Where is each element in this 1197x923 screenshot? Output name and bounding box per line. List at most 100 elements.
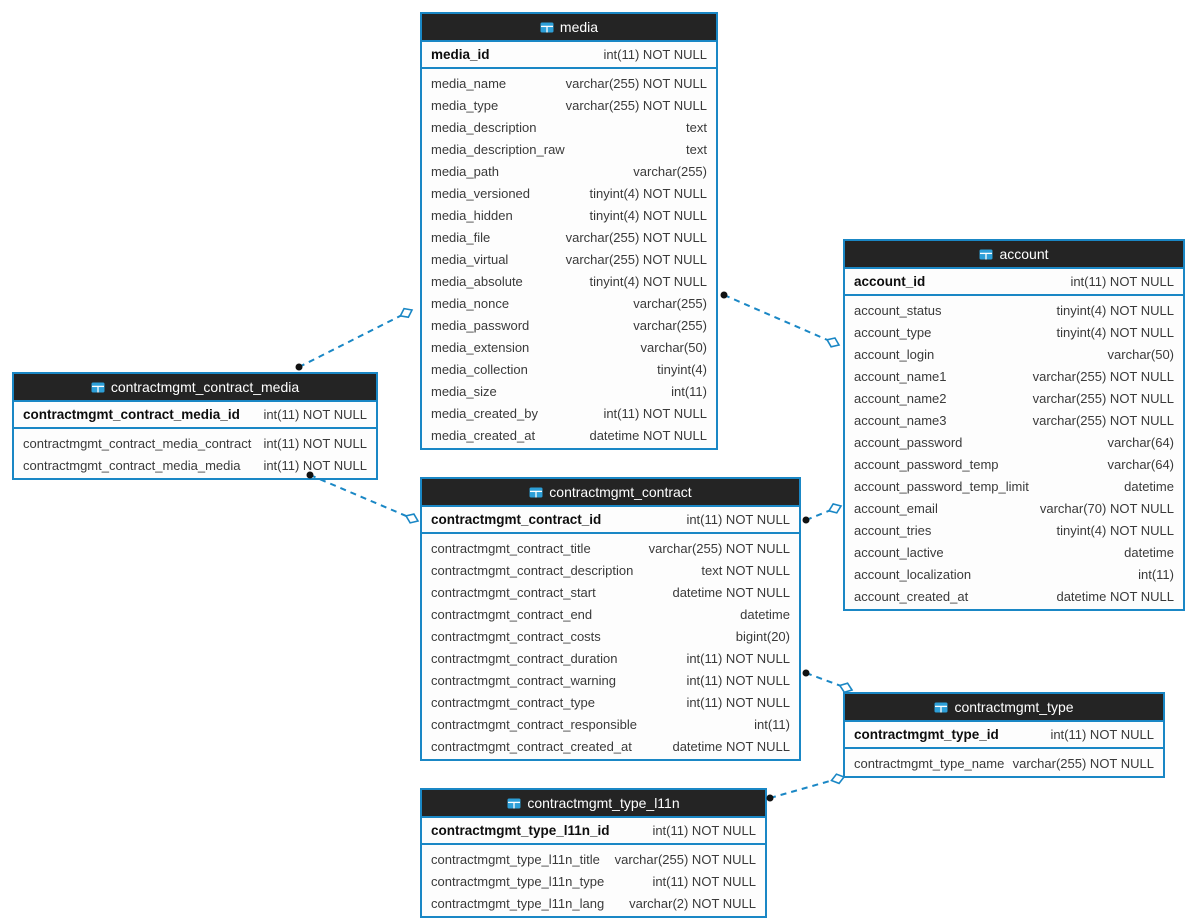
column-type: varchar(255) xyxy=(633,317,707,333)
column-type: varchar(70) NOT NULL xyxy=(1039,500,1174,516)
relation-dot xyxy=(766,794,774,802)
column-type: varchar(255) NOT NULL xyxy=(565,97,707,113)
column-type: datetime xyxy=(1124,478,1174,494)
table-column-row: media_created_at datetime NOT NULL xyxy=(422,424,716,446)
primary-key-row: contractmgmt_contract_id int(11) NOT NUL… xyxy=(422,507,799,534)
table-title: contractmgmt_type xyxy=(954,699,1074,715)
column-type: int(11) NOT NULL xyxy=(263,457,367,473)
column-type: varchar(255) NOT NULL xyxy=(565,251,707,267)
relation-dot xyxy=(802,669,810,677)
column-name: account_name2 xyxy=(854,390,947,406)
column-type: datetime NOT NULL xyxy=(589,427,707,443)
column-type: tinyint(4) NOT NULL xyxy=(589,273,707,289)
table-icon xyxy=(979,249,993,260)
table-title: account xyxy=(999,246,1049,262)
column-type: varchar(255) NOT NULL xyxy=(1012,755,1154,771)
table-account[interactable]: account account_id int(11) NOT NULL acco… xyxy=(843,239,1185,611)
column-name: account_type xyxy=(854,324,932,340)
table-media[interactable]: media media_id int(11) NOT NULL media_na… xyxy=(420,12,718,450)
column-name: media_virtual xyxy=(431,251,509,267)
table-column-row: account_type tinyint(4) NOT NULL xyxy=(845,321,1183,343)
column-type: varchar(2) NOT NULL xyxy=(629,895,756,911)
column-type: tinyint(4) NOT NULL xyxy=(1056,302,1174,318)
column-name: account_name1 xyxy=(854,368,947,384)
column-name: contractmgmt_type_l11n_id xyxy=(431,823,610,838)
column-type: int(11) NOT NULL xyxy=(686,694,790,710)
primary-key-row: account_id int(11) NOT NULL xyxy=(845,269,1183,296)
column-type: varchar(50) xyxy=(640,339,707,355)
column-type: int(11) NOT NULL xyxy=(263,407,367,422)
column-name: account_password_temp_limit xyxy=(854,478,1029,494)
primary-key-row: media_id int(11) NOT NULL xyxy=(422,42,716,69)
table-contractmgmt-contract-media[interactable]: contractmgmt_contract_media contractmgmt… xyxy=(12,372,378,480)
column-type: varchar(255) NOT NULL xyxy=(565,75,707,91)
column-name: contractmgmt_type_l11n_type xyxy=(431,873,605,889)
table-column-row: media_type varchar(255) NOT NULL xyxy=(422,94,716,116)
table-icon xyxy=(529,487,543,498)
column-name: media_id xyxy=(431,47,490,62)
column-type: tinyint(4) NOT NULL xyxy=(589,185,707,201)
column-name: media_type xyxy=(431,97,499,113)
column-name: media_path xyxy=(431,163,499,179)
column-type: int(11) xyxy=(754,716,790,732)
column-type: varchar(255) NOT NULL xyxy=(565,229,707,245)
table-contractmgmt-type-l11n[interactable]: contractmgmt_type_l11n contractmgmt_type… xyxy=(420,788,767,918)
column-type: tinyint(4) xyxy=(657,361,707,377)
column-name: media_description xyxy=(431,119,537,135)
table-header[interactable]: contractmgmt_type xyxy=(845,694,1163,722)
table-contractmgmt-contract[interactable]: contractmgmt_contract contractmgmt_contr… xyxy=(420,477,801,761)
relation-diamond xyxy=(399,307,414,319)
column-name: account_lactive xyxy=(854,544,944,560)
relation-media-to-account xyxy=(720,291,841,348)
column-type: text xyxy=(686,141,707,157)
table-title: contractmgmt_contract xyxy=(549,484,692,500)
column-type: int(11) NOT NULL xyxy=(603,47,707,62)
table-header[interactable]: contractmgmt_contract_media xyxy=(14,374,376,402)
table-column-row: account_password_temp_limit datetime xyxy=(845,475,1183,497)
column-type: datetime NOT NULL xyxy=(672,584,790,600)
column-type: int(11) xyxy=(671,383,707,399)
column-name: contractmgmt_contract_end xyxy=(431,606,593,622)
column-name: contractmgmt_contract_created_at xyxy=(431,738,632,754)
column-name: contractmgmt_contract_costs xyxy=(431,628,601,644)
table-header[interactable]: account xyxy=(845,241,1183,269)
table-icon xyxy=(91,382,105,393)
column-type: int(11) NOT NULL xyxy=(1070,274,1174,289)
column-name: media_hidden xyxy=(431,207,513,223)
column-name: contractmgmt_contract_id xyxy=(431,512,602,527)
table-contractmgmt-type[interactable]: contractmgmt_type contractmgmt_type_id i… xyxy=(843,692,1165,778)
column-type: tinyint(4) NOT NULL xyxy=(1056,324,1174,340)
column-name: account_email xyxy=(854,500,938,516)
column-type: datetime xyxy=(740,606,790,622)
column-name: media_created_at xyxy=(431,427,536,443)
table-header[interactable]: contractmgmt_type_l11n xyxy=(422,790,765,818)
column-name: contractmgmt_contract_media_id xyxy=(23,407,240,422)
relation-contractmgmt_contract-to-account xyxy=(802,503,843,524)
table-header[interactable]: media xyxy=(422,14,716,42)
table-header[interactable]: contractmgmt_contract xyxy=(422,479,799,507)
column-name: contractmgmt_contract_duration xyxy=(431,650,618,666)
primary-key-row: contractmgmt_type_id int(11) NOT NULL xyxy=(845,722,1163,749)
column-name: media_versioned xyxy=(431,185,531,201)
table-title: media xyxy=(559,19,599,35)
column-type: varchar(64) xyxy=(1107,456,1174,472)
